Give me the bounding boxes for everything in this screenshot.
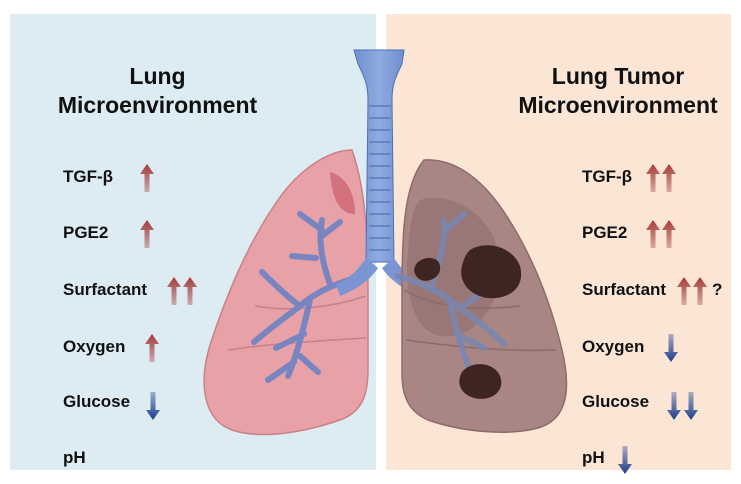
- down-arrow-icon: [684, 392, 698, 420]
- up-arrow-icon: [167, 277, 181, 305]
- factor-surfactant: Surfactant: [63, 280, 147, 300]
- factor-oxygen: Oxygen: [582, 337, 644, 357]
- up-arrow-icon: [662, 220, 676, 248]
- unknown-marker: ?: [712, 280, 722, 300]
- up-arrow-icon: [662, 164, 676, 192]
- up-arrow-icon: [183, 277, 197, 305]
- factor-glucose: Glucose: [63, 392, 130, 412]
- up-arrow-icon: [693, 277, 707, 305]
- up-arrow-icon: [140, 220, 154, 248]
- lung-microenvironment-title: Lung Microenvironment: [40, 62, 275, 120]
- factor-tgf-beta: TGF-β: [582, 167, 632, 187]
- up-arrow-icon: [145, 334, 159, 362]
- factor-tgf-beta: TGF-β: [63, 167, 113, 187]
- tumor-microenvironment-title: Lung Tumor Microenvironment: [488, 62, 741, 120]
- factor-oxygen: Oxygen: [63, 337, 125, 357]
- title-line: Microenvironment: [488, 91, 741, 120]
- factor-surfactant: Surfactant: [582, 280, 666, 300]
- title-line: Microenvironment: [40, 91, 275, 120]
- down-arrow-icon: [618, 446, 632, 474]
- down-arrow-icon: [146, 392, 160, 420]
- title-line: Lung Tumor: [488, 62, 741, 91]
- factor-glucose: Glucose: [582, 392, 649, 412]
- factor-ph: pH: [582, 448, 605, 468]
- tumor-lung: [398, 160, 567, 432]
- up-arrow-icon: [646, 164, 660, 192]
- title-line: Lung: [40, 62, 275, 91]
- factor-pge2: PGE2: [63, 223, 108, 243]
- factor-pge2: PGE2: [582, 223, 627, 243]
- down-arrow-icon: [667, 392, 681, 420]
- up-arrow-icon: [140, 164, 154, 192]
- down-arrow-icon: [664, 334, 678, 362]
- factor-ph: pH: [63, 448, 86, 468]
- up-arrow-icon: [677, 277, 691, 305]
- up-arrow-icon: [646, 220, 660, 248]
